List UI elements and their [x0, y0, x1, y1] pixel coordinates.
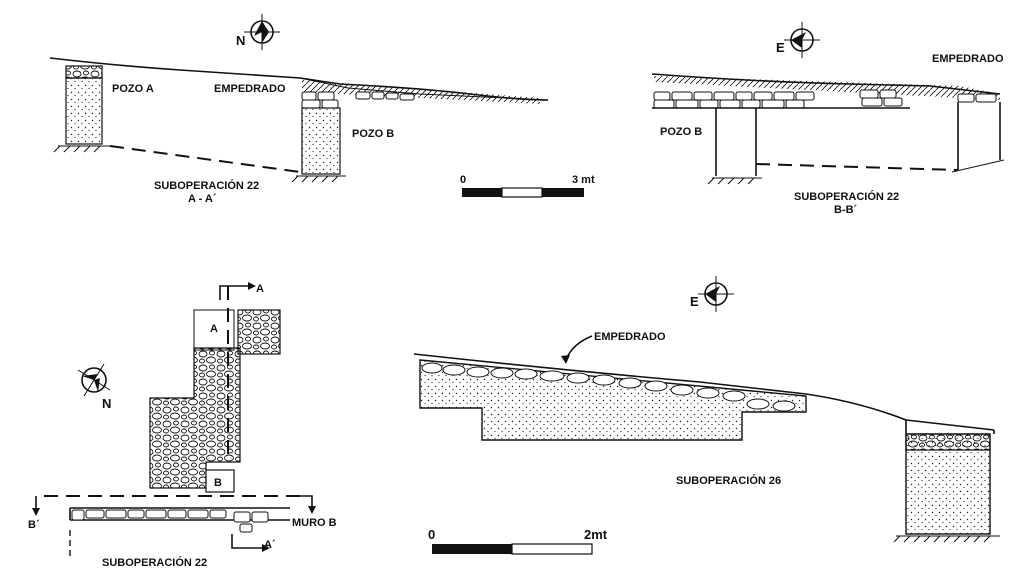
- muro-b-stones: [71, 509, 269, 533]
- section-subtitle: B-B´: [834, 204, 858, 216]
- scale-start: 0: [460, 174, 466, 186]
- section-aa: N POZO A EMPEDRADO: [49, 14, 549, 205]
- section-title: SUBOPERACIÓN 22: [154, 179, 259, 192]
- ground-line: [413, 353, 995, 431]
- empedrado-leader: [565, 335, 593, 361]
- arrow-a-label: A: [256, 283, 264, 295]
- empedrado-stones: [301, 91, 415, 109]
- bedrock-dashed-line: [755, 163, 959, 171]
- empedrado-label: EMPEDRADO: [932, 53, 1004, 65]
- scale-bar-top: 0 3 mt: [460, 174, 595, 198]
- compass-letter: N: [102, 396, 111, 411]
- north-arrow-icon: [77, 363, 111, 397]
- bedrock-dashed-line: [109, 145, 301, 173]
- east-arrow-icon: [698, 276, 734, 312]
- pozo-a-profile: [53, 65, 110, 153]
- pozo-profile: [905, 433, 991, 535]
- muro-b-label: MURO B: [292, 517, 337, 529]
- label-b: B: [214, 477, 222, 489]
- compass-letter: E: [690, 294, 699, 309]
- arrow-a-prime-line: [231, 534, 262, 549]
- section-title: SUBOPERACIÓN 26: [676, 474, 781, 487]
- compass-letter: E: [776, 40, 785, 55]
- arrow-a-line: [219, 285, 248, 300]
- pozo-a-label: POZO A: [112, 83, 154, 95]
- scale-end: 2mt: [584, 527, 608, 542]
- excavation-fill: [419, 359, 807, 441]
- pozo-b-label: POZO B: [660, 126, 702, 138]
- empedrado-label: EMPEDRADO: [594, 331, 666, 343]
- pozo-walls: [715, 102, 1001, 176]
- label-b-prime: B´: [28, 519, 40, 531]
- paving-area: [149, 347, 241, 489]
- east-arrow-icon: [784, 22, 820, 58]
- section-26: E EMPEDRADO SUB: [413, 276, 1000, 543]
- scale-bar-bottom: 0 2mt: [428, 527, 608, 555]
- arrow-a-prime-label: A´: [264, 539, 276, 551]
- pozo-b-profile: [291, 107, 346, 183]
- compass-letter: N: [236, 33, 245, 48]
- label-a: A: [210, 323, 218, 335]
- north-arrow-icon: [244, 14, 280, 50]
- section-bb: E EMPED: [651, 22, 1005, 216]
- empedrado-stones: [421, 362, 796, 412]
- section-title: SUBOPERACIÓN 22: [794, 190, 899, 203]
- plan-22: N A A´ A B B´: [28, 282, 337, 569]
- plan-title: SUBOPERACIÓN 22: [102, 556, 207, 569]
- pozo-b-label: POZO B: [352, 128, 394, 140]
- empedrado-stones: [653, 89, 997, 109]
- scale-start: 0: [428, 527, 435, 542]
- scale-end: 3 mt: [572, 174, 595, 186]
- empedrado-label: EMPEDRADO: [214, 83, 286, 95]
- section-subtitle: A - A´: [188, 193, 217, 205]
